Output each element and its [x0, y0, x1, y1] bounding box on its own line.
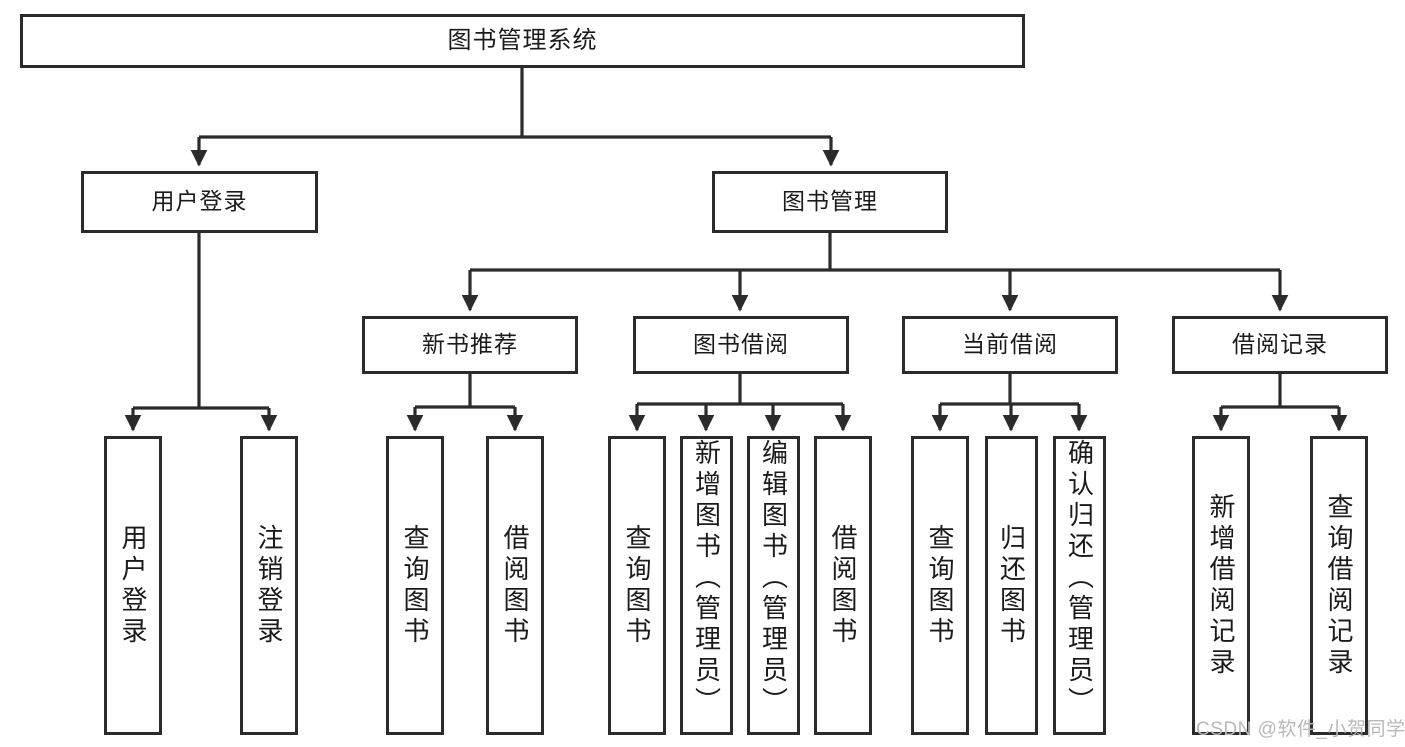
node-borrow-records-label: 借阅记录 [1232, 331, 1328, 358]
node-leaf-return-book-label: 归还图书 [996, 523, 1027, 648]
node-leaf-query-borrow-record-label: 查询借阅记录 [1324, 492, 1354, 679]
node-leaf-borrow-book-label: 借阅图书 [828, 523, 858, 648]
node-leaf-query-book-recommend-label: 查询图书 [400, 523, 430, 648]
node-leaf-query-book-borrow[interactable]: 查询图书 [608, 436, 666, 735]
watermark: CSDN @软件_小贺同学 [1196, 719, 1405, 740]
node-book-management[interactable]: 图书管理 [712, 171, 948, 233]
node-leaf-edit-book-label: 编辑图书（管理员） [758, 439, 789, 718]
node-current-borrow-label: 当前借阅 [962, 331, 1058, 358]
node-current-borrow[interactable]: 当前借阅 [902, 316, 1118, 374]
node-book-borrow-label: 图书借阅 [693, 331, 789, 358]
node-leaf-query-book-borrow-label: 查询图书 [622, 523, 652, 648]
node-user-login-label: 用户登录 [151, 188, 248, 215]
node-leaf-add-book[interactable]: 新增图书（管理员） [680, 436, 733, 735]
node-leaf-user-login-label: 用户登录 [118, 523, 148, 648]
node-new-book-recommend[interactable]: 新书推荐 [362, 316, 578, 374]
node-leaf-borrow-book[interactable]: 借阅图书 [814, 436, 872, 735]
node-leaf-query-book-recommend[interactable]: 查询图书 [386, 436, 444, 735]
node-leaf-query-book-current-label: 查询图书 [925, 523, 955, 648]
node-leaf-confirm-return-label: 确认归还（管理员） [1064, 439, 1095, 718]
node-leaf-logout[interactable]: 注销登录 [240, 436, 298, 735]
node-leaf-add-borrow-record[interactable]: 新增借阅记录 [1192, 436, 1250, 735]
node-leaf-add-borrow-record-label: 新增借阅记录 [1206, 492, 1236, 679]
node-leaf-query-book-current[interactable]: 查询图书 [911, 436, 969, 735]
node-leaf-query-borrow-record[interactable]: 查询借阅记录 [1310, 436, 1368, 735]
node-leaf-borrow-book-recommend[interactable]: 借阅图书 [486, 436, 544, 735]
node-borrow-records[interactable]: 借阅记录 [1172, 316, 1388, 374]
node-root-label: 图书管理系统 [447, 26, 598, 54]
node-leaf-add-book-label: 新增图书（管理员） [691, 439, 722, 718]
node-leaf-confirm-return[interactable]: 确认归还（管理员） [1053, 436, 1106, 735]
node-leaf-logout-label: 注销登录 [254, 523, 284, 648]
node-leaf-return-book[interactable]: 归还图书 [985, 436, 1038, 735]
node-new-book-recommend-label: 新书推荐 [422, 331, 518, 358]
node-leaf-edit-book[interactable]: 编辑图书（管理员） [747, 436, 800, 735]
node-root[interactable]: 图书管理系统 [20, 14, 1025, 68]
node-leaf-user-login[interactable]: 用户登录 [104, 436, 162, 735]
node-book-borrow[interactable]: 图书借阅 [633, 316, 849, 374]
node-user-login[interactable]: 用户登录 [81, 171, 318, 233]
node-book-management-label: 图书管理 [782, 188, 878, 215]
node-leaf-borrow-book-recommend-label: 借阅图书 [500, 523, 530, 648]
